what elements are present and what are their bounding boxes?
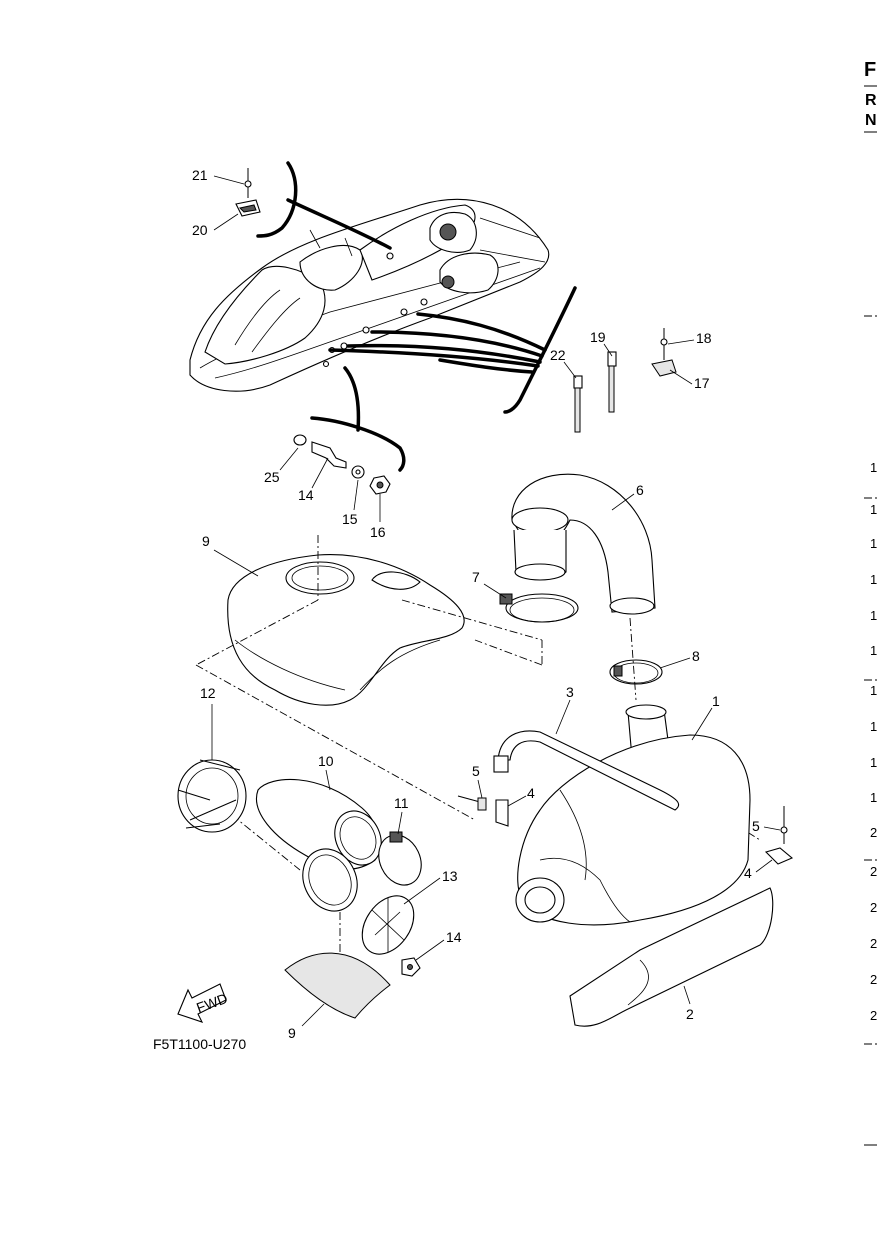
callout-7: 7 [472,569,480,585]
callout-9: 9 [202,533,210,549]
edge-digit: 1 [870,683,877,698]
callout-16: 14 [298,487,314,503]
exhaust-pipe-6 [511,473,656,615]
hardware-21-24 [573,351,617,433]
hardware-23-22 [235,168,261,217]
edge-digit: 2 [870,864,877,879]
cover-plate-13 [361,895,415,955]
edge-digit: 1 [870,502,877,517]
edge-digit: 1 [870,719,877,734]
callout-labels: 21 20 18 17 19 22 25 14 15 16 6 7 8 9 3 … [192,167,781,1041]
callout-4-right: 4 [744,865,752,881]
water-lock-9 [227,554,465,706]
edge-digit: 2 [870,1008,877,1023]
callout-5-left: 5 [472,763,480,779]
callout-1: 1 [712,693,720,709]
edge-digit: 2 [870,900,877,915]
fwd-arrow-icon: FWD [177,983,230,1023]
watercraft-overview [189,198,550,392]
edge-digit: 1 [870,536,877,551]
callout-12: 11 [394,795,409,811]
callout-23: 21 [192,167,208,183]
callout-22: 20 [192,222,208,238]
strap-3 [493,730,680,811]
hose-clamp-12 [378,831,422,886]
right-edge-fragment: F R N 1 1 1 1 1 1 1 1 1 1 2 2 2 2 2 2 [864,59,877,1146]
callout-21: 19 [590,329,606,345]
muffler-1 [515,704,751,926]
callout-8: 8 [692,648,700,664]
callout-4-left: 4 [527,785,535,801]
drain-fitting-16-17-18-25 [293,434,391,495]
exhaust-outlet-11 [256,778,382,912]
edge-digit: 1 [870,755,877,770]
edge-digit: 2 [870,972,877,987]
callout-15: 14 [446,929,462,945]
callout-14: 12 [200,685,216,701]
edge-digit: 1 [870,643,877,658]
plate-10 [284,952,391,1019]
nut-15 [401,957,421,977]
edge-digit: 1 [870,608,877,623]
callout-11: 10 [318,753,334,769]
hardware-20-19 [651,328,677,377]
callout-20: 18 [696,330,712,346]
callout-5-right: 5 [752,818,760,834]
detail-brackets [256,161,577,472]
callout-2: 2 [686,1006,694,1022]
edge-header-1: F [864,59,876,81]
edge-digit: 2 [870,936,877,951]
edge-header-3: N [865,112,877,129]
hose-clamp-8 [609,659,663,685]
callout-19: 17 [694,375,710,391]
figure-code: F5T1100-U270 [153,1036,246,1052]
callout-25: 25 [264,469,280,485]
callout-3: 3 [566,684,574,700]
edge-digit: 1 [870,460,877,475]
callout-13: 13 [442,868,458,884]
callout-17: 15 [342,511,358,527]
bracket-4-5-right [764,806,794,865]
edge-digit: 1 [870,572,877,587]
callout-18: 16 [370,524,386,540]
heat-shield-2 [569,887,774,1027]
callout-10: 9 [288,1025,296,1041]
hose-clamp-7 [499,593,579,623]
retainer-plate-14 [177,759,247,833]
bracket-4-5-left [457,795,509,827]
edge-digit: 2 [870,825,877,840]
edge-header-2: R [865,92,877,109]
callout-24: 22 [550,347,566,363]
edge-digit: 1 [870,790,877,805]
callout-6: 6 [636,482,644,498]
